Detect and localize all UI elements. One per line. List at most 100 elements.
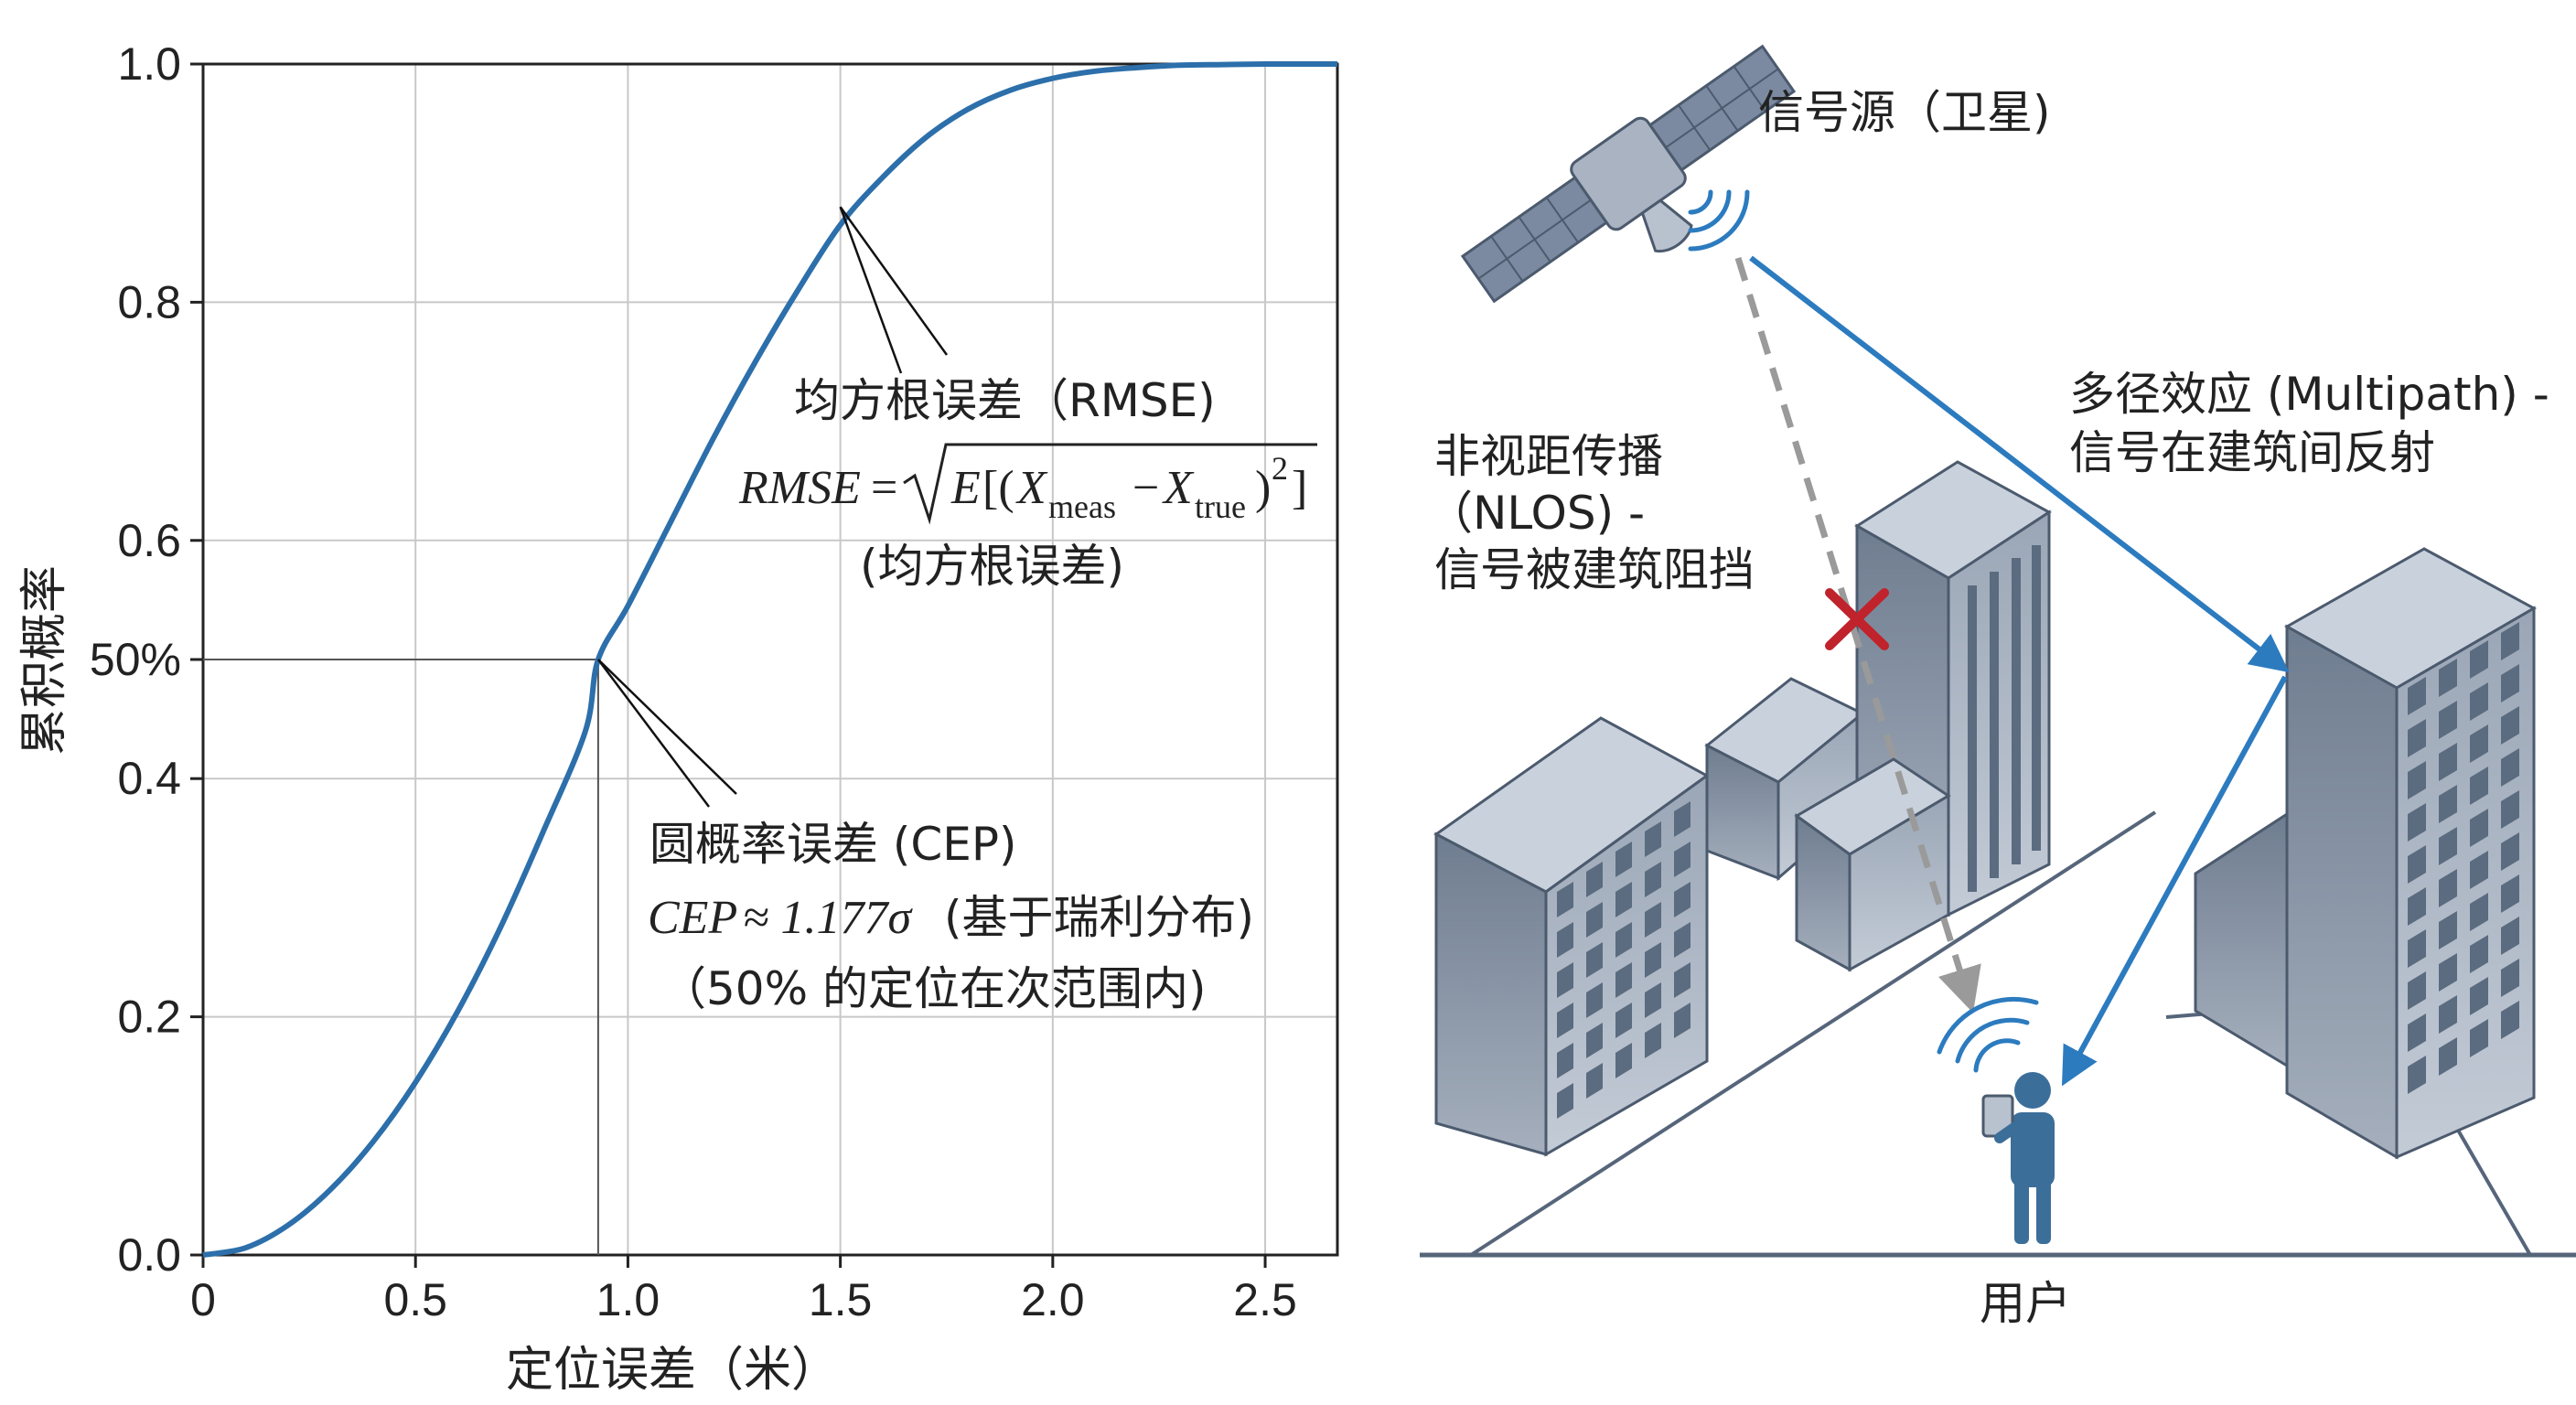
window	[1645, 982, 1661, 1018]
window	[2501, 622, 2519, 660]
window	[1615, 842, 1632, 877]
x-tick-label: 2.5	[1233, 1274, 1297, 1325]
window	[2408, 887, 2426, 926]
window	[1615, 962, 1632, 998]
satellite-label: 信号源（卫星)	[1758, 86, 2051, 139]
rmse-note: (均方根误差)	[860, 540, 1124, 593]
window	[1645, 942, 1661, 978]
window	[2408, 803, 2426, 842]
window	[2408, 845, 2426, 884]
y-tick-label: 1.0	[117, 38, 181, 90]
rmse-formula-sup: 2	[1272, 450, 1288, 487]
window	[1586, 942, 1603, 978]
x-tick-label: 1.0	[596, 1274, 660, 1325]
y-tick-label: 50%	[90, 634, 181, 685]
cep-leader-line	[597, 659, 737, 795]
rmse-title: 均方根误差（RMSE)	[794, 374, 1216, 427]
window	[1557, 922, 1573, 958]
signal-waves-icon	[1688, 189, 1750, 252]
window	[1557, 1043, 1573, 1078]
window	[2501, 832, 2519, 871]
rmse-formula-x1: X	[1015, 462, 1048, 514]
window	[1674, 842, 1690, 877]
window	[1615, 1003, 1632, 1038]
window	[1557, 1083, 1573, 1119]
window	[2408, 1056, 2426, 1094]
rmse-formula-minus: −	[1132, 462, 1159, 514]
building-front-cube	[1794, 757, 1951, 972]
window	[2501, 664, 2519, 702]
window	[2501, 790, 2519, 829]
window	[1645, 862, 1661, 897]
window	[2470, 1019, 2488, 1057]
window	[2408, 1014, 2426, 1052]
window	[1586, 1023, 1603, 1058]
window	[1645, 821, 1661, 857]
window	[2408, 761, 2426, 799]
window	[2439, 701, 2457, 739]
user-label: 用户	[1980, 1277, 2071, 1330]
window	[2501, 706, 2519, 745]
window	[2470, 640, 2488, 679]
rmse-leader-line	[839, 206, 949, 356]
y-axis-label: 累积概率	[17, 565, 72, 756]
cep-note: （50% 的定位在次范围内)	[660, 962, 1207, 1015]
window	[2408, 719, 2426, 757]
window	[1586, 862, 1603, 897]
person-with-phone-icon	[1937, 996, 2055, 1244]
rmse-formula-e: E	[950, 462, 981, 514]
window	[2408, 971, 2426, 1010]
x-tick-label: 0.5	[383, 1274, 447, 1325]
window	[1645, 902, 1661, 938]
window	[2470, 851, 2488, 889]
window	[2439, 995, 2457, 1034]
street-edge-left	[1469, 810, 2157, 1257]
rmse-formula-close: )	[1255, 462, 1271, 514]
window	[2408, 929, 2426, 968]
window	[1586, 982, 1603, 1018]
nlos-multipath-diagram: 信号源（卫星)	[1420, 44, 2576, 1330]
window	[1674, 801, 1690, 837]
rmse-formula-sub2: true	[1195, 488, 1246, 525]
sqrt-sign	[903, 443, 1317, 525]
rmse-formula-end: ]	[1292, 462, 1307, 514]
window	[2439, 827, 2457, 865]
rmse-formula-x2: X	[1162, 462, 1195, 514]
multipath-label-2: 信号在建筑间反射	[2069, 426, 2435, 479]
building-left-windows	[1557, 801, 1690, 1119]
x-tick-label: 2.0	[1021, 1274, 1085, 1325]
x-axis-label: 定位误差（米）	[506, 1343, 839, 1398]
rmse-formula-sub1: meas	[1048, 488, 1116, 525]
window	[2470, 893, 2488, 931]
multipath-label-1: 多径效应 (Multipath) -	[2069, 368, 2549, 421]
cdf-curve	[202, 60, 1337, 1258]
y-tick-label: 0.6	[117, 515, 181, 566]
window	[2439, 1037, 2457, 1076]
building-right-windows	[2408, 622, 2519, 1094]
window	[1674, 1003, 1690, 1038]
rmse-formula-open: [(	[982, 462, 1014, 514]
cep-leader-line	[596, 659, 710, 808]
window	[1645, 1023, 1661, 1058]
y-tick-label: 0.0	[117, 1229, 181, 1281]
window	[2501, 748, 2519, 787]
window	[1615, 922, 1632, 958]
window	[1557, 1003, 1573, 1038]
cep-formula: CEP	[648, 892, 737, 944]
y-tick-label: 0.4	[117, 753, 181, 804]
window	[2408, 677, 2426, 715]
nlos-label-1: 非视距传播	[1434, 430, 1663, 483]
window	[1557, 962, 1573, 998]
window	[2470, 767, 2488, 805]
building-left	[1433, 716, 1710, 1157]
satellite-icon	[1460, 44, 1797, 304]
window	[2501, 917, 2519, 955]
rmse-leader-line	[839, 206, 903, 374]
window	[2439, 953, 2457, 992]
multipath-reflected-path	[2061, 675, 2288, 1087]
window	[2470, 724, 2488, 763]
rmse-formula: RMSE = E [( X meas − X true ) 2 ]	[738, 443, 1317, 525]
